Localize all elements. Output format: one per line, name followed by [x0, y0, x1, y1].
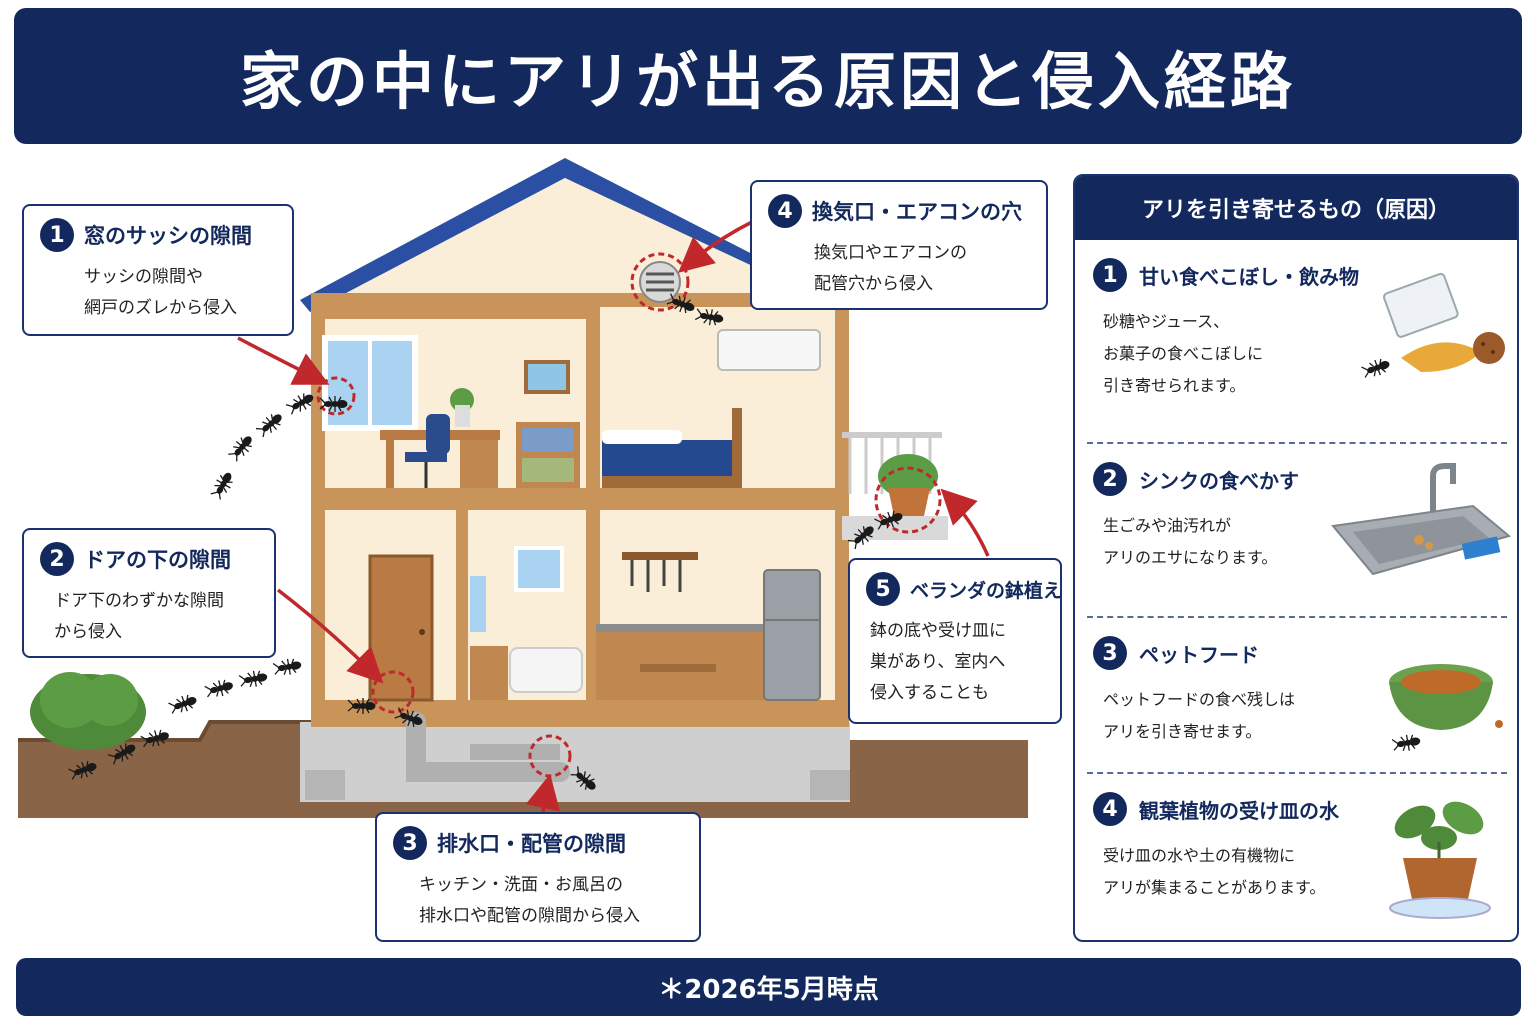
sink-icon	[1331, 463, 1512, 576]
footer-note: ＊2026年5月時点	[658, 974, 879, 1005]
route-description: 鉢の底や受け皿に 巣があり、室内へ 侵入することも	[870, 621, 1006, 703]
cause-item-4: 4 観葉植物の受け皿の水 受け皿の水や土の有機物に アリが集まることがあります。	[1075, 774, 1517, 940]
number-badge: 1	[40, 218, 74, 252]
route-callout-2: 2 ドアの下の隙間 ドア下のわずかな隙間 から侵入	[22, 528, 276, 658]
number-badge: 4	[768, 194, 802, 228]
cause-description: 砂糖やジュース、 お菓子の食べこぼしに 引き寄せられます。	[1103, 312, 1264, 395]
route-title: 換気口・エアコンの穴	[812, 200, 1022, 224]
number-badge: 3	[1093, 636, 1127, 670]
cause-description: 受け皿の水や土の有機物に アリが集まることがあります。	[1103, 846, 1326, 897]
route-description: サッシの隙間や 網戸のズレから侵入	[84, 267, 237, 318]
cause-item-2: 2 シンクの食べかす 生ごみや油汚れが アリのエサになります。	[1075, 444, 1517, 616]
potted-plant-icon	[1389, 801, 1491, 919]
causes-panel-title: アリを引き寄せるもの（原因）	[1141, 198, 1450, 223]
route-callout-3: 3 排水口・配管の隙間 キッチン・洗面・お風呂の 排水口や配管の隙間から侵入	[375, 812, 701, 942]
cause-title: 観葉植物の受け皿の水	[1139, 798, 1339, 823]
cause-title: シンクの食べかす	[1139, 468, 1299, 493]
route-description: ドア下のわずかな隙間 から侵入	[54, 591, 224, 642]
page-title: 家の中にアリが出る原因と侵入経路	[239, 45, 1296, 118]
number-badge: 2	[1093, 462, 1127, 496]
route-title: 排水口・配管の隙間	[437, 832, 626, 856]
number-badge: 1	[1093, 258, 1127, 292]
title-banner: 家の中にアリが出る原因と侵入経路	[14, 8, 1522, 144]
divider	[1087, 616, 1507, 618]
number-badge: 2	[40, 542, 74, 576]
cause-item-1: 1 甘い食べこぼし・飲み物 砂糖やジュース、 お菓子の食べこぼしに 引き寄せられま…	[1075, 240, 1517, 442]
spilled-cup-icon	[1361, 272, 1505, 381]
pet-bowl-icon	[1389, 664, 1503, 754]
cause-description: ペットフードの食べ残しは アリを引き寄せます。	[1103, 690, 1296, 741]
route-callout-5: 5 ベランダの鉢植え 鉢の底や受け皿に 巣があり、室内へ 侵入することも	[848, 558, 1062, 724]
route-description: 換気口やエアコンの 配管穴から侵入	[814, 243, 967, 294]
number-badge: 4	[1093, 792, 1127, 826]
number-badge: 5	[866, 572, 900, 606]
house-illustration	[18, 158, 1028, 840]
footer-banner: ＊2026年5月時点	[16, 958, 1521, 1016]
route-callout-1: 1 窓のサッシの隙間 サッシの隙間や 網戸のズレから侵入	[22, 204, 294, 336]
route-title: 窓のサッシの隙間	[84, 224, 252, 248]
cause-title: ペットフード	[1139, 642, 1259, 667]
route-callout-4: 4 換気口・エアコンの穴 換気口やエアコンの 配管穴から侵入	[750, 180, 1048, 310]
causes-panel: アリを引き寄せるもの（原因） 1 甘い食べこぼし・飲み物 砂糖やジュース、 お菓子…	[1073, 174, 1519, 942]
divider	[1087, 772, 1507, 774]
route-title: ドアの下の隙間	[84, 548, 231, 572]
causes-panel-header: アリを引き寄せるもの（原因）	[1075, 176, 1517, 240]
route-description: キッチン・洗面・お風呂の 排水口や配管の隙間から侵入	[419, 875, 640, 926]
route-title: ベランダの鉢植え	[910, 579, 1063, 602]
divider	[1087, 442, 1507, 444]
cause-description: 生ごみや油汚れが アリのエサになります。	[1103, 516, 1278, 567]
cause-title: 甘い食べこぼし・飲み物	[1139, 264, 1359, 289]
cause-item-3: 3 ペットフード ペットフードの食べ残しは アリを引き寄せます。	[1075, 618, 1517, 772]
bush	[30, 672, 146, 750]
number-badge: 3	[393, 826, 427, 860]
